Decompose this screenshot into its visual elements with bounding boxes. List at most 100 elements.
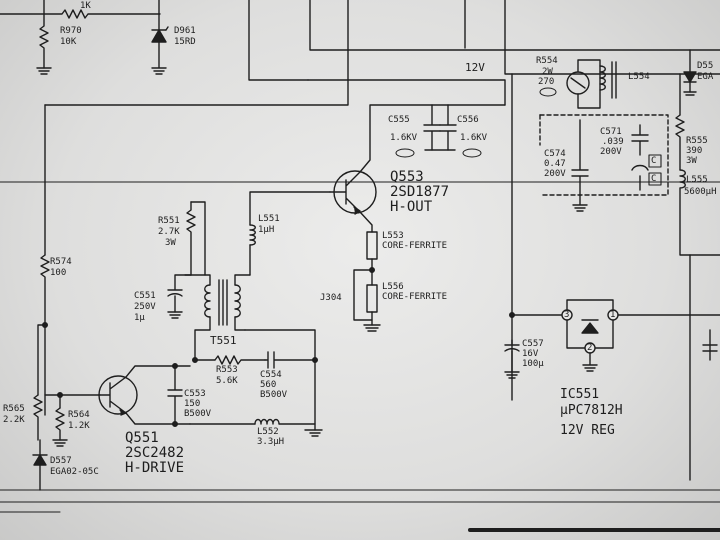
r555-resistor	[675, 73, 685, 171]
q551-part: 2SC2482	[125, 445, 185, 461]
l555-coil	[679, 169, 720, 256]
ic551-function: 12V REG	[560, 423, 615, 438]
d55x-value: EGA	[697, 72, 714, 82]
q551-transistor	[98, 365, 191, 425]
q551-ref: Q551	[125, 430, 159, 446]
l556-ref: L556	[382, 282, 404, 292]
d961-ref: D961	[174, 26, 196, 36]
r970-value: 10K	[60, 37, 77, 47]
l555-value: 5600µH	[684, 187, 717, 197]
c-box-1: C	[651, 156, 657, 166]
c574-ref: C574	[544, 149, 566, 159]
l553-ref: L553	[382, 231, 404, 241]
r553-ref: R553	[216, 365, 238, 375]
ic551-pin-2: 2	[587, 343, 593, 353]
c-box-2: C	[651, 174, 657, 184]
d557-diode	[32, 439, 48, 491]
r553-value: 5.6K	[216, 376, 238, 386]
c551-ref: C551	[134, 291, 156, 301]
r564-resistor	[52, 407, 68, 447]
t551-transformer	[184, 274, 251, 361]
r555-value: 390	[686, 146, 703, 156]
l555-ref: L555	[686, 175, 708, 185]
r565-ref: R565	[3, 404, 25, 414]
d557-value: EGA02-05C	[50, 467, 99, 477]
c557-ref: C557	[522, 339, 544, 349]
r970-ref: R970	[60, 26, 82, 36]
c574-capacitor	[571, 119, 589, 212]
r555-watt: 3W	[686, 156, 697, 166]
r-top-value: 1K	[80, 1, 91, 11]
rail-12v-label: 12V	[465, 61, 485, 74]
l552-ref: L552	[257, 427, 279, 437]
r554-ref: R554	[536, 56, 558, 66]
c556-ref: C556	[457, 115, 479, 125]
r555-ref: R555	[686, 136, 708, 146]
q553-part: 2SD1877	[390, 184, 450, 200]
c556-value: 1.6KV	[460, 133, 488, 143]
d961-value: 15RD	[174, 37, 196, 47]
c554-volt: B500V	[260, 390, 288, 400]
c555-value: 1.6KV	[390, 133, 418, 143]
c557-value: 100µ	[522, 359, 544, 369]
c556-capacitor	[439, 104, 457, 151]
l556-ferrite	[363, 284, 381, 332]
r551-resistor	[186, 201, 206, 276]
r564-ref: R564	[68, 410, 90, 420]
q553-function: H-OUT	[390, 199, 433, 215]
r970-resistor	[36, 13, 52, 75]
r554-watt: 2W	[542, 67, 553, 77]
c553-ref: C553	[184, 389, 206, 399]
l556-value: CORE-FERRITE	[382, 292, 448, 302]
r551-watt: 3W	[165, 238, 176, 248]
ic551-ref: IC551	[560, 387, 600, 402]
l551-value: 1µH	[258, 225, 275, 235]
r564-value: 1.2K	[68, 421, 90, 431]
c571-ref: C571	[600, 127, 622, 137]
c553-volt: B500V	[184, 409, 212, 419]
r565-resistor	[33, 394, 43, 441]
c574-volt: 200V	[544, 169, 566, 179]
ic551-pin-3: 3	[564, 310, 570, 320]
l554-ref: L554	[628, 72, 650, 82]
l553-value: CORE-FERRITE	[382, 241, 448, 251]
ic551-part: µPC7812H	[560, 403, 623, 418]
l553-ferrite	[366, 231, 378, 286]
l552-value: 3.3µH	[257, 437, 285, 447]
r574-resistor	[40, 254, 50, 326]
l552-coil	[254, 418, 316, 425]
q553-ref: Q553	[390, 169, 424, 185]
q553-transistor	[329, 104, 506, 233]
r554-resistor	[566, 59, 601, 109]
r554-value: 270	[538, 77, 555, 87]
c555-capacitor	[423, 104, 441, 151]
c557-capacitor	[504, 339, 520, 379]
ic551-pin-1: 1	[610, 310, 616, 320]
c571-value: .039	[602, 137, 624, 147]
d55x-ref: D55	[697, 61, 714, 71]
l551-coil	[249, 191, 331, 246]
c551-capacitor	[167, 274, 192, 319]
c557-volt: 16V	[522, 349, 539, 359]
c554-value: 560	[260, 380, 277, 390]
r553-resistor	[214, 355, 266, 365]
r551-ref: R551	[158, 216, 180, 226]
c554-ref: C554	[260, 370, 282, 380]
c555-ref: C555	[388, 115, 410, 125]
c571-capacitor	[631, 124, 662, 191]
c571-volt: 200V	[600, 147, 622, 157]
d55x-diode	[683, 49, 697, 96]
d961-zener	[151, 0, 169, 75]
j304-ref: J304	[320, 293, 342, 303]
r565-value: 2.2K	[3, 415, 25, 425]
r-top-resistor	[0, 9, 161, 19]
q551-function: H-DRIVE	[125, 460, 185, 476]
l551-ref: L551	[258, 214, 280, 224]
c574-value: 0.47	[544, 159, 566, 169]
c554-capacitor	[264, 351, 316, 369]
r574-value: 100	[50, 268, 67, 278]
l554-coil	[599, 61, 617, 99]
r551-value: 2.7K	[158, 227, 180, 237]
